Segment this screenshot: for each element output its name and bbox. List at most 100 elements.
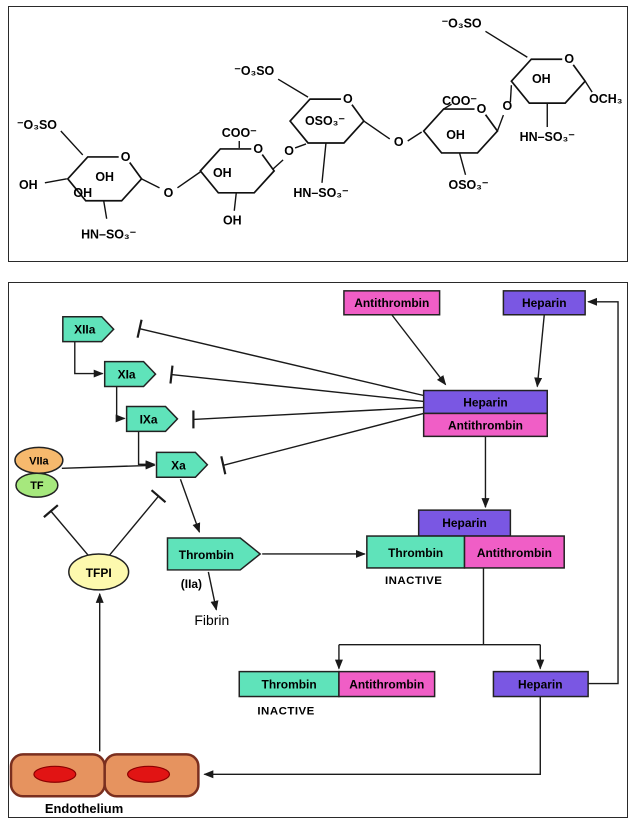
factor-xiia-shape xyxy=(62,316,115,343)
sulfate-label: ⁻O₃SO xyxy=(17,118,57,132)
bond-sulfate-r1 xyxy=(60,130,84,156)
ternary-thrombin-label: Thrombin xyxy=(388,546,443,560)
inhibit-complex-xa xyxy=(223,412,424,466)
bond-nsulfate-r3 xyxy=(321,142,327,183)
fibrin-label: Fibrin xyxy=(194,612,229,628)
ring-oxygen-mask xyxy=(118,149,133,164)
factor-xa-shape xyxy=(155,451,209,478)
thrombin-label: Thrombin xyxy=(179,548,234,562)
arrow-viia-tf-to-xa xyxy=(61,461,156,470)
cell-nucleus xyxy=(33,765,77,783)
heparin-released-label: Heparin xyxy=(518,678,563,692)
hydroxyl-label: OH xyxy=(532,72,551,86)
tissue-factor-shape xyxy=(15,472,59,498)
inactive-antithrombin-label: Antithrombin xyxy=(349,678,424,692)
bond-oh-below-r2 xyxy=(233,192,237,211)
bridge-3-4-b xyxy=(407,131,423,142)
inhibit-tfpi-xa xyxy=(109,495,160,556)
n-sulfate-label: HN–SO₃⁻ xyxy=(520,130,575,144)
arrow-heparin-to-complex xyxy=(534,314,545,388)
bridge-1-2-a xyxy=(141,178,160,189)
iia-label: (IIa) xyxy=(181,577,202,591)
bond-coo-r4 xyxy=(443,103,452,110)
n-sulfate-label: HN–SO₃⁻ xyxy=(81,228,136,242)
inactive-status-label: INACTIVE xyxy=(385,575,442,587)
ternary-antithrombin-label: Antithrombin xyxy=(477,546,552,560)
bridge-2-3-b xyxy=(294,143,307,149)
sulfate-label: ⁻O₃SO xyxy=(234,64,274,78)
hydroxyl-label: OH xyxy=(223,214,242,228)
bridge-oxygen-label: O xyxy=(164,186,174,200)
factor-viia-label: VIIa xyxy=(29,455,49,467)
inhibit-cap-xa xyxy=(220,456,227,475)
arrow-heparin-to-endothelium xyxy=(203,696,541,779)
bond-nsulfate-r1 xyxy=(103,200,108,219)
factor-ixa-label: IXa xyxy=(140,412,158,426)
arrow-ixa-to-xa xyxy=(137,431,156,469)
arrow-xia-to-ixa xyxy=(115,386,126,423)
inactive-thrombin-label: Thrombin xyxy=(262,678,317,692)
arrow-heparin-recycle xyxy=(587,297,619,685)
ring-oxygen-label: O xyxy=(477,102,487,116)
inhibit-cap-xa-tfpi xyxy=(150,489,167,503)
inhibit-cap-xiia xyxy=(136,319,143,338)
ring-oxygen-mask xyxy=(562,52,577,67)
factor-xia-shape xyxy=(103,360,157,388)
ring-oxygen-mask xyxy=(251,141,266,156)
ring-oxygen-label: O xyxy=(343,92,353,106)
thrombin-shape xyxy=(166,537,262,571)
tissue-factor-label: TF xyxy=(30,480,44,492)
hydroxyl-label: OH xyxy=(446,128,465,142)
bridge-4-5-a xyxy=(496,114,505,132)
inhibit-cap-viia-tf xyxy=(43,504,59,518)
bridge-4-5-b xyxy=(509,85,513,103)
ternary-heparin-label: Heparin xyxy=(442,516,487,530)
o-sulfate-label: OSO₃⁻ xyxy=(449,178,489,192)
coagulation-cascade-panel: Antithrombin Heparin XIIa XIa IXa Xa Thr… xyxy=(8,282,628,818)
bond-osulfate-r4 xyxy=(458,152,467,176)
carboxylate-label: COO⁻ xyxy=(222,126,257,140)
bond-sulfate-r5 xyxy=(485,30,528,58)
coagulation-cascade-drawing: Antithrombin Heparin XIIa XIa IXa Xa Thr… xyxy=(9,290,619,816)
arrow-xa-to-thrombin xyxy=(179,478,201,533)
inactive-status-label: INACTIVE xyxy=(257,705,314,717)
arrow-antithrombin-to-complex xyxy=(391,314,447,386)
ring-oxygen-mask xyxy=(474,102,489,117)
ring-oxygen-label: O xyxy=(253,142,263,156)
ternary-thrombin-box xyxy=(366,535,466,569)
inhibit-cap-xia xyxy=(169,365,174,384)
heparin-structure-panel: ⁻O₃SO O OH OH OH HN–SO₃⁻ O COO⁻ O OH OH … xyxy=(8,6,628,262)
bridge-oxygen-label: O xyxy=(394,135,404,149)
bridge-1-2-b xyxy=(177,171,201,189)
arrow-xiia-to-xia xyxy=(74,341,104,378)
factor-xia-label: XIa xyxy=(118,368,136,382)
factor-xiia-label: XIIa xyxy=(74,323,96,337)
heparin-released-box xyxy=(492,670,589,698)
inhibit-complex-xia xyxy=(171,373,424,403)
bond-oh-left-r1 xyxy=(44,178,67,184)
bridge-3-4-a xyxy=(363,120,391,140)
ring-oxygen-label: O xyxy=(564,52,574,66)
cell-nucleus xyxy=(127,765,171,783)
bridge-2-3-a xyxy=(272,159,284,170)
factor-ixa-shape xyxy=(125,405,179,433)
ring-oxygen-mask xyxy=(340,92,355,107)
ring-oxygen-label: O xyxy=(121,150,131,164)
bridge-oxygen-label: O xyxy=(503,99,513,113)
hydroxyl-label: OH xyxy=(95,170,114,184)
bond-sulfate-r3 xyxy=(277,78,309,98)
tfpi-shape xyxy=(68,553,130,591)
inhibit-tfpi-viia-tf xyxy=(50,510,90,557)
hydroxyl-label: OH xyxy=(213,166,232,180)
endothelium-label: Endothelium xyxy=(45,801,123,816)
inhibit-complex-xiia xyxy=(139,328,424,397)
hydroxyl-label: OH xyxy=(19,178,38,192)
sulfate-label: ⁻O₃SO xyxy=(442,16,482,30)
complex-antithrombin-box xyxy=(422,412,549,438)
hydroxyl-label: OH xyxy=(73,186,92,200)
antithrombin-label: Antithrombin xyxy=(354,296,429,310)
arrow-thrombin-to-fibrin xyxy=(207,571,219,611)
methoxy-label: OCH₃ xyxy=(589,92,623,106)
heparin-box xyxy=(502,290,586,316)
